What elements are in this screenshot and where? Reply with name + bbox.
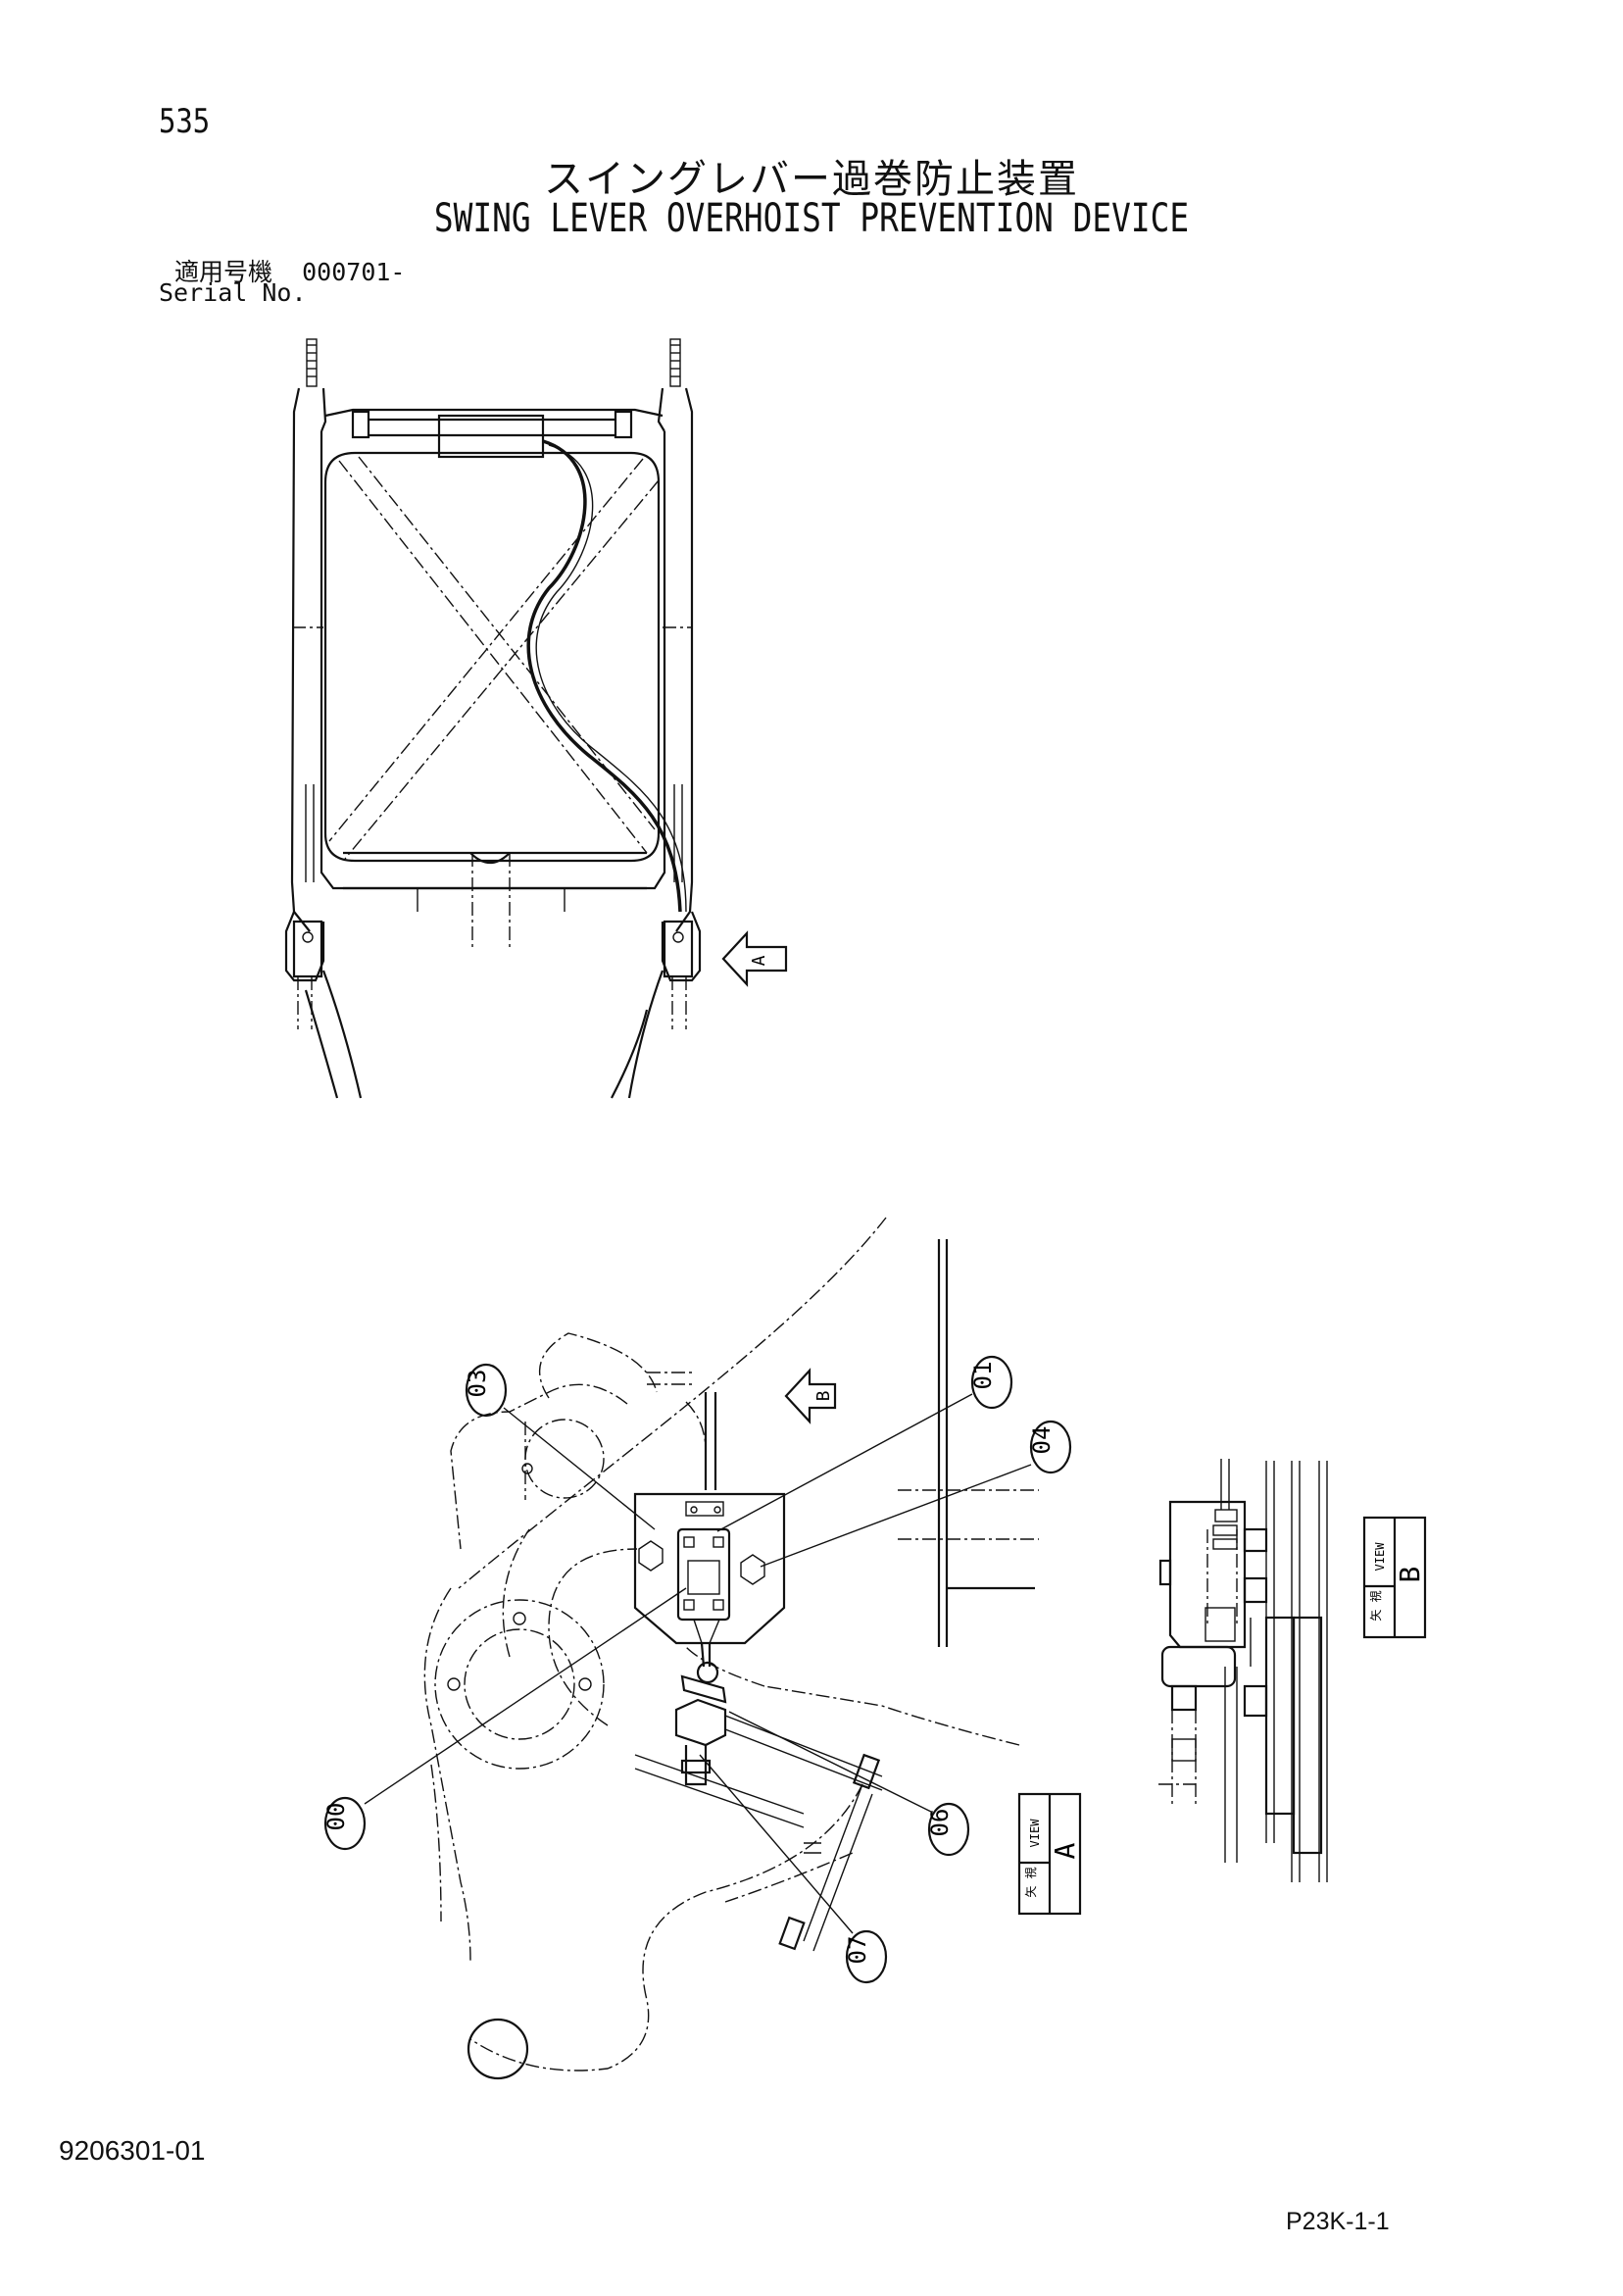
callout-04: 04 (760, 1420, 1072, 1568)
view-label-b-word: VIEW (1373, 1542, 1387, 1572)
page-title-japanese: スイングレバー過巻防止装置 (544, 157, 1079, 202)
mechanism-detail-view (423, 1217, 1020, 2080)
svg-text:04: 04 (1028, 1426, 1056, 1455)
view-b-arrow: B (784, 1368, 837, 1424)
svg-text:07: 07 (844, 1936, 871, 1965)
frame-left-outer (290, 387, 311, 932)
page-reference: P23K-1-1 (1286, 2208, 1390, 2235)
view-label-b-letter: B (1394, 1567, 1426, 1583)
lower-pivot-outer (434, 1599, 605, 1770)
frame-top-view (284, 338, 702, 1099)
callout-06: 06 (728, 1711, 970, 1857)
right-bottom-bracket (663, 920, 694, 978)
guide-rail (898, 1239, 1039, 1647)
switch-cable (526, 439, 682, 913)
right-top-rod (669, 338, 681, 387)
view-a-arrow: A (721, 930, 788, 987)
callout-07: 07 (699, 1754, 888, 1984)
svg-text:03: 03 (464, 1370, 491, 1398)
view-b-detail (1158, 1459, 1328, 1882)
svg-text:06: 06 (926, 1809, 954, 1837)
bottom-pin-hole (467, 2018, 529, 2080)
switch-roller (696, 1661, 719, 1684)
svg-text:00: 00 (322, 1803, 350, 1831)
serial-label-japanese: 適用号機 (174, 258, 273, 286)
view-label-a: 矢 視 VIEW A (1017, 1792, 1082, 1916)
callout-03: 03 (464, 1363, 656, 1530)
serial-line: 適用号機 000701- (174, 253, 405, 288)
limit-switch (676, 1527, 731, 1622)
callout-00: 00 (322, 1587, 687, 1851)
view-label-a-letter: A (1049, 1842, 1081, 1859)
switch-housing (633, 1492, 786, 1645)
view-label-a-kanji: 矢 視 (1023, 1867, 1038, 1897)
frame-right-outer (675, 387, 694, 932)
hex-bolt-right (740, 1554, 765, 1585)
hex-bolt-left (638, 1540, 664, 1572)
callout-01: 01 (716, 1355, 1013, 1532)
lever-arm-block (674, 1698, 727, 1747)
frame-top-member (324, 408, 664, 418)
view-label-a-word: VIEW (1028, 1819, 1042, 1848)
view-label-b: 矢 視 VIEW B (1362, 1516, 1427, 1639)
view-b-arrow-letter: B (813, 1391, 834, 1402)
left-bottom-bracket (292, 920, 323, 978)
view-a-arrow-letter: A (749, 955, 769, 966)
left-top-rod (306, 338, 318, 387)
lower-pivot-inner (464, 1628, 575, 1740)
view-label-b-kanji: 矢 視 (1368, 1590, 1383, 1621)
serial-value: 000701- (302, 258, 406, 286)
svg-text:01: 01 (969, 1362, 997, 1390)
frame-inner-panel (323, 451, 661, 863)
document-number: 9206301-01 (59, 2135, 206, 2166)
top-switch-housing (437, 414, 545, 459)
serial-label-english: Serial No. (159, 278, 307, 307)
view-b-lever (1160, 1645, 1237, 1688)
page-number: 535 (159, 102, 211, 141)
page-title-english: SWING LEVER OVERHOIST PREVENTION DEVICE (433, 196, 1190, 241)
